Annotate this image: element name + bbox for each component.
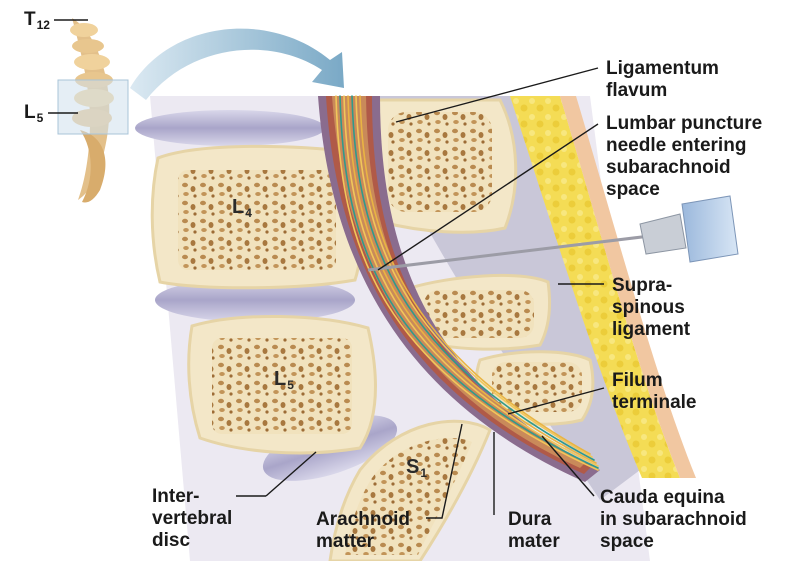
l4-spongy <box>178 170 336 270</box>
s1-sub: 1 <box>420 466 428 480</box>
skin-edge <box>560 96 696 478</box>
zoom-arrow <box>130 28 344 100</box>
leader-lines <box>48 19 605 519</box>
syringe-barrel <box>681 195 739 263</box>
l5-base: L <box>274 368 287 390</box>
ligamentum-flavum-line-2: flavum <box>606 80 668 101</box>
label-t12: T12 <box>24 9 50 36</box>
label-s1: S1 <box>406 456 427 484</box>
supraspinous-line-1: Supra- <box>612 275 673 296</box>
supraspinous-line-3: ligament <box>612 319 691 340</box>
filum-terminale-line-1: Filum <box>612 370 663 391</box>
s1-base: S <box>406 456 420 478</box>
l4-sub: 4 <box>245 206 252 220</box>
lumbar-puncture-line-1: Lumbar puncture <box>606 113 763 134</box>
small-spine-illustration <box>57 18 129 203</box>
spinous-middle-spongy <box>424 290 534 338</box>
label-ligamentum-flavum: Ligamentum flavum <box>606 58 719 102</box>
supraspinous-line-2: spinous <box>612 297 685 318</box>
cauda-equina-line-3: space <box>600 531 654 552</box>
label-cauda-equina: Cauda equina in subarachnoid space <box>600 487 747 553</box>
label-arachnoid-matter: Arachnoid matter <box>316 509 410 553</box>
intervertebral-disc-middle <box>155 278 355 322</box>
label-filum-terminale: Filum terminale <box>612 370 696 414</box>
label-dura-mater: Dura mater <box>508 509 560 553</box>
arachnoid-line-1: Arachnoid <box>316 509 410 530</box>
dura-mater-line-2: mater <box>508 531 560 552</box>
intervertebral-disc-upper <box>135 110 325 146</box>
t12-sub: 12 <box>36 18 50 32</box>
intervertebral-disc-line-3: disc <box>152 530 191 551</box>
syringe-hub <box>639 213 687 255</box>
l5-sub: 5 <box>287 378 294 392</box>
dura-mater-line-1: Dura <box>508 509 552 530</box>
l4-base: L <box>232 196 245 218</box>
l5-small-base: L <box>24 102 36 123</box>
filum-terminale-line-2: terminale <box>612 392 697 413</box>
l5-small-sub: 5 <box>36 111 44 125</box>
cauda-equina-line-2: in subarachnoid <box>600 509 747 530</box>
lumbar-puncture-line-3: subarachnoid <box>606 157 731 178</box>
lumbar-puncture-line-4: space <box>606 179 660 200</box>
l5-spongy <box>212 338 352 434</box>
cauda-equina-line-1: Cauda equina <box>600 487 725 508</box>
intervertebral-disc-line-2: vertebral <box>152 508 233 529</box>
label-lumbar-puncture-needle: Lumbar puncture needle entering subarach… <box>606 113 762 201</box>
spinous-upper-spongy <box>388 112 492 212</box>
cauda-equina-strands <box>335 95 599 471</box>
label-supraspinous-ligament: Supra- spinous ligament <box>612 275 690 341</box>
s1-spongy <box>345 438 472 555</box>
intervertebral-disc-line-1: Inter- <box>152 486 200 507</box>
label-l4: L4 <box>232 196 252 224</box>
t12-base: T <box>24 9 36 30</box>
label-l5-small: L5 <box>24 102 43 129</box>
lumbar-puncture-needle <box>367 234 651 272</box>
lumbar-puncture-line-2: needle entering <box>606 135 747 156</box>
ligamentum-flavum-line-1: Ligamentum <box>606 58 719 79</box>
label-intervertebral-disc: Inter- vertebral disc <box>152 486 232 552</box>
supraspinous-fat <box>510 96 680 478</box>
zoom-box <box>57 79 129 135</box>
arachnoid-line-2: matter <box>316 531 375 552</box>
label-l5: L5 <box>274 368 294 396</box>
